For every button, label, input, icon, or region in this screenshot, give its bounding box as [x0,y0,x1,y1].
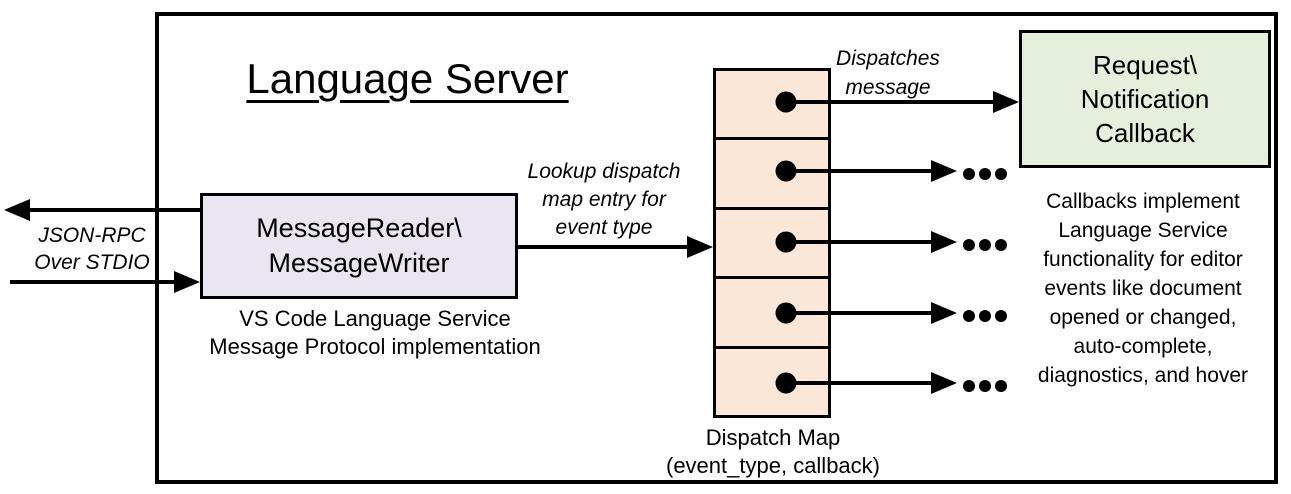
dispatch-map-entry [716,71,828,141]
message-reader-writer-label: MessageReader\ MessageWriter [256,213,462,278]
dispatch-map-entry [716,140,828,210]
language-server-boundary [155,12,1278,484]
request-notification-callback-box: Request\ Notification Callback [1019,30,1271,168]
callbacks-description: Callbacks implement Language Service fun… [1037,190,1249,387]
dispatch-map-caption: Dispatch Map (event_type, callback) [666,425,880,478]
json-rpc-stdio-label: JSON-RPC Over STDIO [34,224,150,274]
dispatch-map-entry [716,209,828,280]
request-notification-callback-label: Request\ Notification Callback [1080,50,1210,148]
dispatch-map [713,68,831,418]
dispatch-map-entry [716,348,828,416]
diagram-title: Language Server [246,55,569,102]
dispatch-map-entry [716,279,828,349]
message-reader-writer-caption: VS Code Language Service Message Protoco… [209,306,541,359]
lookup-dispatch-label: Lookup dispatch map entry for event type [527,160,681,239]
message-reader-writer-box: MessageReader\ MessageWriter [200,193,518,299]
dispatches-message-label: Dispatches message [836,47,940,99]
